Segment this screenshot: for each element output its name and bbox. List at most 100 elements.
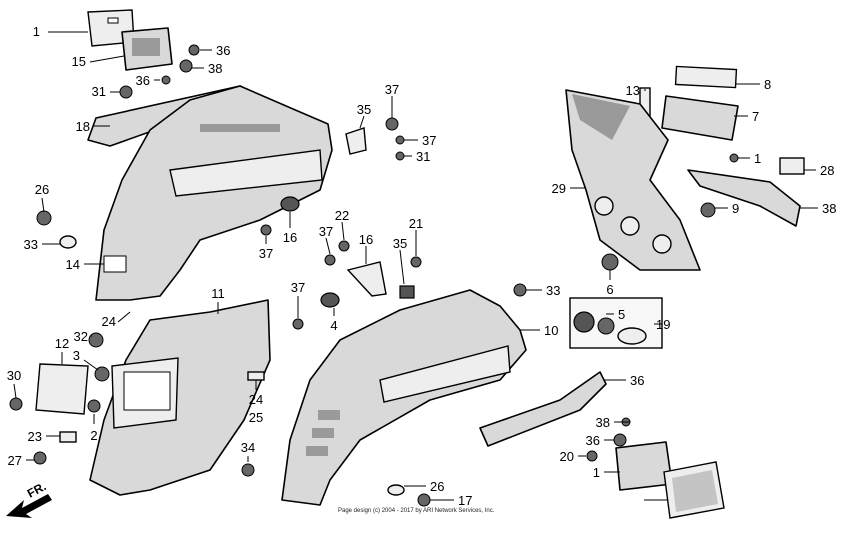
svg-text:6: 6	[606, 282, 613, 297]
part-right-quarter-panel-17	[281, 289, 527, 506]
callout-3: 38	[192, 61, 222, 76]
callout-28: 4	[330, 308, 338, 333]
callout-0: 1	[33, 24, 88, 39]
svg-text:38: 38	[822, 201, 836, 216]
callout-46: 38	[800, 201, 836, 216]
callout-26: 22	[335, 208, 349, 241]
clip-34	[241, 463, 255, 477]
callout-5: 36	[136, 73, 160, 88]
grommet-16-b	[320, 292, 340, 308]
part-trim-19	[479, 371, 607, 447]
grommet-16-a	[280, 196, 300, 212]
callout-7: 26	[35, 182, 49, 213]
lock-assembly-5	[569, 297, 663, 349]
svg-text:31: 31	[416, 149, 430, 164]
callout-43: 1	[738, 151, 761, 166]
part-frame-15	[121, 27, 173, 71]
callout-1: 15	[72, 54, 125, 69]
screw-37-f	[395, 151, 405, 161]
svg-text:15: 15	[72, 54, 86, 69]
svg-text:12: 12	[55, 336, 69, 351]
svg-text:3: 3	[73, 348, 80, 363]
callout-39: 13	[626, 83, 646, 98]
svg-text:9: 9	[732, 201, 739, 216]
screw-3	[94, 366, 110, 382]
screw-35-top	[385, 117, 399, 131]
screw-30	[9, 397, 23, 411]
svg-text:21: 21	[409, 216, 423, 231]
svg-text:8: 8	[764, 77, 771, 92]
callout-25: 37	[319, 224, 333, 255]
svg-text:1: 1	[593, 465, 600, 480]
svg-text:22: 22	[335, 208, 349, 223]
svg-text:34: 34	[241, 440, 255, 455]
part-housing-7	[565, 89, 701, 271]
nut-38-right	[601, 253, 619, 271]
screw-27	[33, 451, 47, 465]
svg-text:36: 36	[136, 73, 150, 88]
sticker-13	[674, 65, 738, 89]
screw-29	[729, 153, 739, 163]
callout-6: 18	[76, 119, 110, 134]
callout-10: 24	[102, 311, 131, 329]
screw-38-top	[179, 59, 193, 73]
callout-14: 30	[7, 368, 21, 399]
callout-42: 29	[552, 181, 586, 196]
callout-40: 8	[736, 77, 771, 92]
callout-18: 11	[211, 286, 225, 314]
callout-45: 9	[714, 201, 739, 216]
callout-29: 35	[393, 236, 407, 285]
screw-26-bottom	[417, 493, 431, 507]
callout-44: 28	[804, 163, 834, 178]
front-direction-arrow: FR.	[6, 479, 52, 518]
screw-32	[88, 332, 104, 348]
screw-31-left	[119, 85, 133, 99]
svg-text:36: 36	[630, 373, 644, 388]
svg-text:4: 4	[330, 318, 337, 333]
callout-49: 19	[654, 317, 670, 332]
callout-8: 33	[24, 237, 60, 252]
svg-text:36: 36	[586, 433, 600, 448]
svg-text:13: 13	[626, 83, 640, 98]
washer-33-left	[59, 235, 77, 249]
svg-text:17: 17	[458, 493, 472, 508]
bracket-21	[345, 127, 367, 155]
callout-30: 21	[409, 216, 423, 256]
screw-28	[700, 202, 716, 218]
bracket-22	[346, 261, 387, 297]
callout-51: 38	[596, 415, 630, 430]
svg-text:23: 23	[28, 429, 42, 444]
svg-text:1: 1	[754, 151, 761, 166]
callout-24: 37	[291, 280, 305, 318]
sticker-24-25	[247, 371, 265, 381]
callout-13: 3	[73, 348, 99, 371]
svg-text:7: 7	[752, 109, 759, 124]
svg-text:33: 33	[546, 283, 560, 298]
screw-36-top	[188, 44, 200, 56]
svg-text:35: 35	[393, 236, 407, 251]
sticker-1-right	[779, 157, 805, 175]
svg-text:20: 20	[560, 449, 574, 464]
screw-37-b	[292, 318, 304, 330]
callout-41: 7	[734, 109, 759, 124]
svg-text:38: 38	[596, 415, 610, 430]
part-lens-12	[35, 363, 89, 415]
svg-text:38: 38	[208, 61, 222, 76]
svg-text:16: 16	[359, 232, 373, 247]
svg-text:37: 37	[259, 246, 273, 261]
callout-4: 31	[92, 84, 120, 99]
svg-text:25: 25	[249, 410, 263, 425]
part-lower-left-panel-11	[89, 299, 271, 496]
svg-text:1: 1	[33, 24, 40, 39]
svg-text:19: 19	[656, 317, 670, 332]
svg-text:26: 26	[35, 182, 49, 197]
callout-11: 32	[74, 329, 92, 344]
callout-34: 31	[404, 149, 430, 164]
svg-text:5: 5	[618, 307, 625, 322]
callout-36: 26	[404, 479, 444, 494]
sticker-23	[59, 431, 77, 443]
callout-16: 2	[90, 414, 98, 443]
callout-37: 17	[430, 493, 472, 508]
part-lens-1-bottom	[663, 461, 725, 519]
svg-text:37: 37	[291, 280, 305, 295]
